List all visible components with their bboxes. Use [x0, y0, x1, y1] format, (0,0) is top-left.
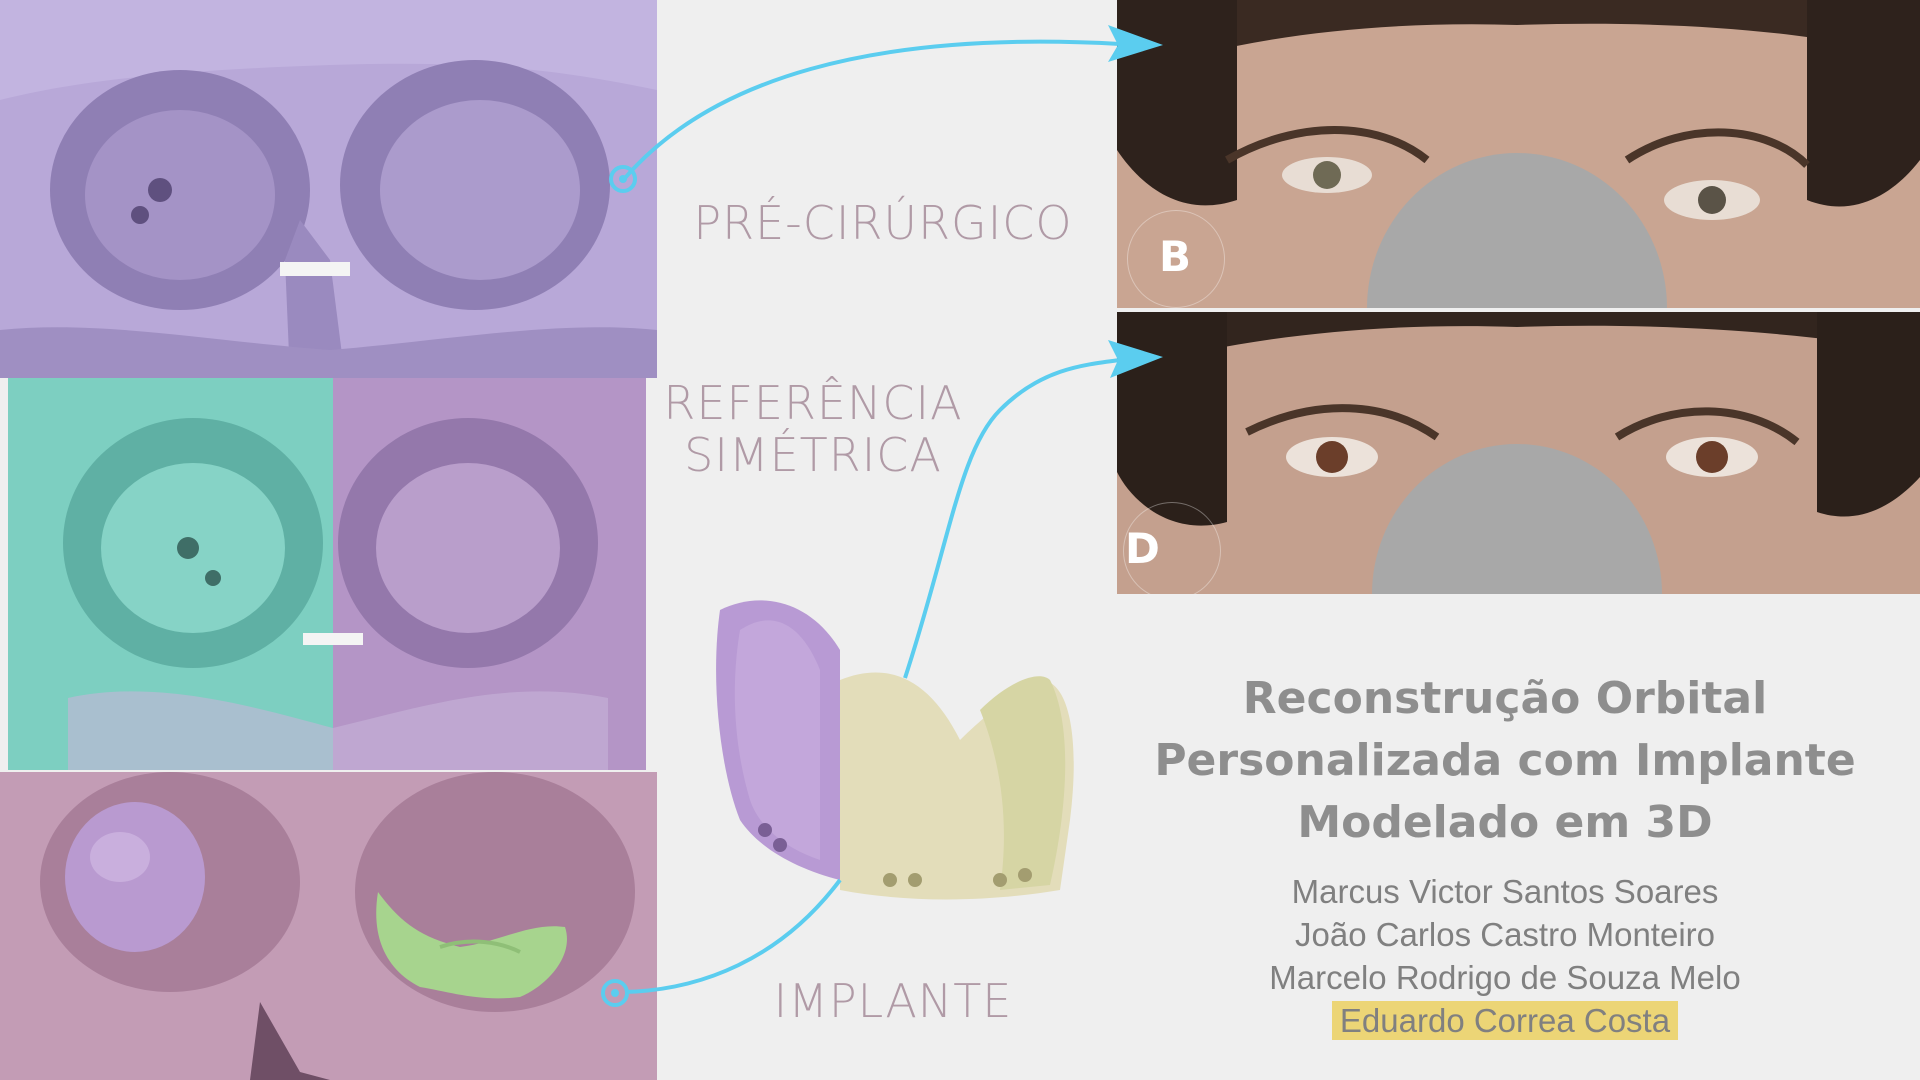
label-ref-line2: SIMÉTRICA [684, 427, 942, 482]
author-4-highlighted: Eduardo Correa Costa [1331, 1001, 1679, 1040]
author-1: Marcus Victor Santos Soares [1291, 873, 1719, 910]
label-symmetric-reference: REFERÊNCIA SIMÉTRICA [653, 376, 973, 482]
photo-label-d: D [1125, 524, 1160, 573]
label-implant: IMPLANTE [773, 974, 1013, 1028]
skull-render-implant [0, 772, 657, 1080]
title-line-2: Personalizada com Implante [1154, 735, 1856, 786]
implant-3d-model [700, 590, 1100, 920]
label-ring [1127, 210, 1225, 308]
patient-photo-preop: B [1117, 0, 1920, 308]
arrow-pre-to-photo [623, 39, 1121, 180]
skull-render-symmetric-reference [8, 378, 646, 770]
arrow-implant-to-photo [903, 358, 1121, 679]
photo-label-b: B [1159, 232, 1192, 281]
poster-title: Reconstrução Orbital Personalizada com I… [1140, 668, 1870, 854]
title-line-3: Modelado em 3D [1297, 797, 1713, 848]
arrowhead-bottom [1108, 340, 1163, 378]
label-ref-line1: REFERÊNCIA [663, 376, 963, 430]
label-pre-surgical: PRÉ-CIRÚRGICO [693, 196, 1073, 250]
title-line-1: Reconstrução Orbital [1242, 673, 1768, 724]
arrow-implant-connector [624, 878, 842, 994]
arrowhead-top [1108, 25, 1163, 62]
patient-photo-postop: D [1117, 312, 1920, 594]
author-2: João Carlos Castro Monteiro [1294, 916, 1715, 953]
author-3: Marcelo Rodrigo de Souza Melo [1269, 959, 1741, 996]
connector-dot-bottom [601, 979, 629, 1007]
label-ring [1123, 502, 1221, 594]
skull-render-pre-surgical [0, 0, 657, 378]
author-list: Marcus Victor Santos Soares João Carlos … [1200, 870, 1810, 1042]
connector-dot-top [609, 165, 637, 193]
